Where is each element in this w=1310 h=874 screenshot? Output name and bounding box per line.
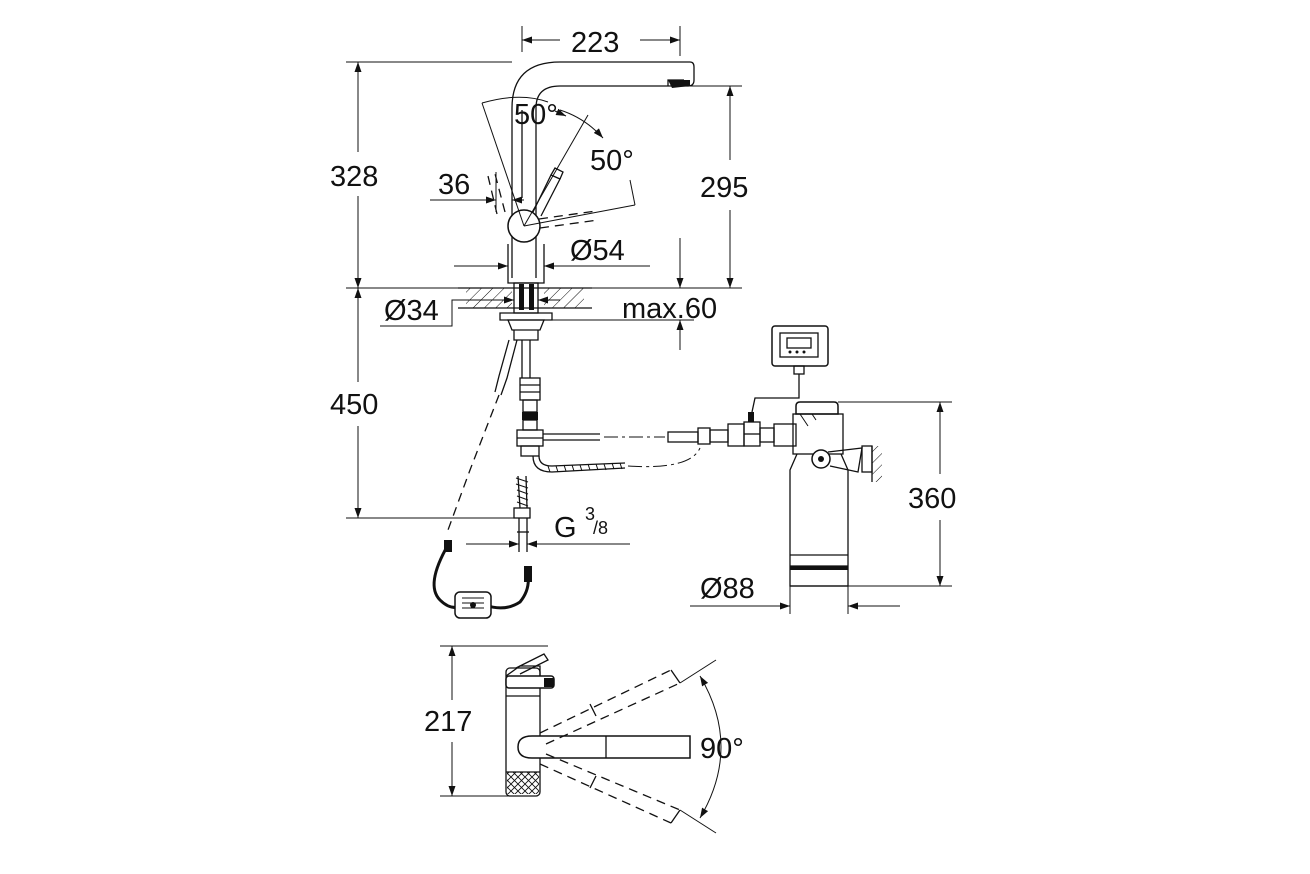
countertop	[458, 287, 592, 309]
dimension-labels: 223 328 295 36 50° 50° Ø54 Ø34 max.60 45…	[330, 27, 956, 765]
thread-g: G	[554, 512, 577, 544]
dim-max-60: max.60	[622, 293, 717, 325]
thread-numerator: 3	[585, 504, 595, 524]
hose-loop-weight	[432, 540, 532, 619]
dim-dia-54: Ø54	[570, 235, 625, 267]
thread-denominator: /8	[593, 518, 608, 538]
dim-36: 36	[438, 169, 470, 201]
dim-450: 450	[330, 389, 378, 421]
angle-90: 90°	[700, 733, 744, 765]
faucet-top-view	[505, 653, 722, 834]
dim-328: 328	[330, 161, 378, 193]
filter-unit	[697, 325, 882, 587]
angle-50-lower: 50°	[590, 145, 634, 177]
dim-360: 360	[908, 483, 956, 515]
dim-dia-88: Ø88	[700, 573, 755, 605]
dim-295: 295	[700, 172, 748, 204]
filter-display-box	[771, 325, 829, 384]
angle-50-upper: 50°	[514, 99, 558, 131]
dim-217: 217	[424, 706, 472, 738]
dim-223: 223	[571, 27, 619, 59]
hose-fitting-upper	[516, 377, 544, 457]
dimension-lines	[346, 26, 952, 797]
dim-dia-34: Ø34	[384, 295, 439, 327]
